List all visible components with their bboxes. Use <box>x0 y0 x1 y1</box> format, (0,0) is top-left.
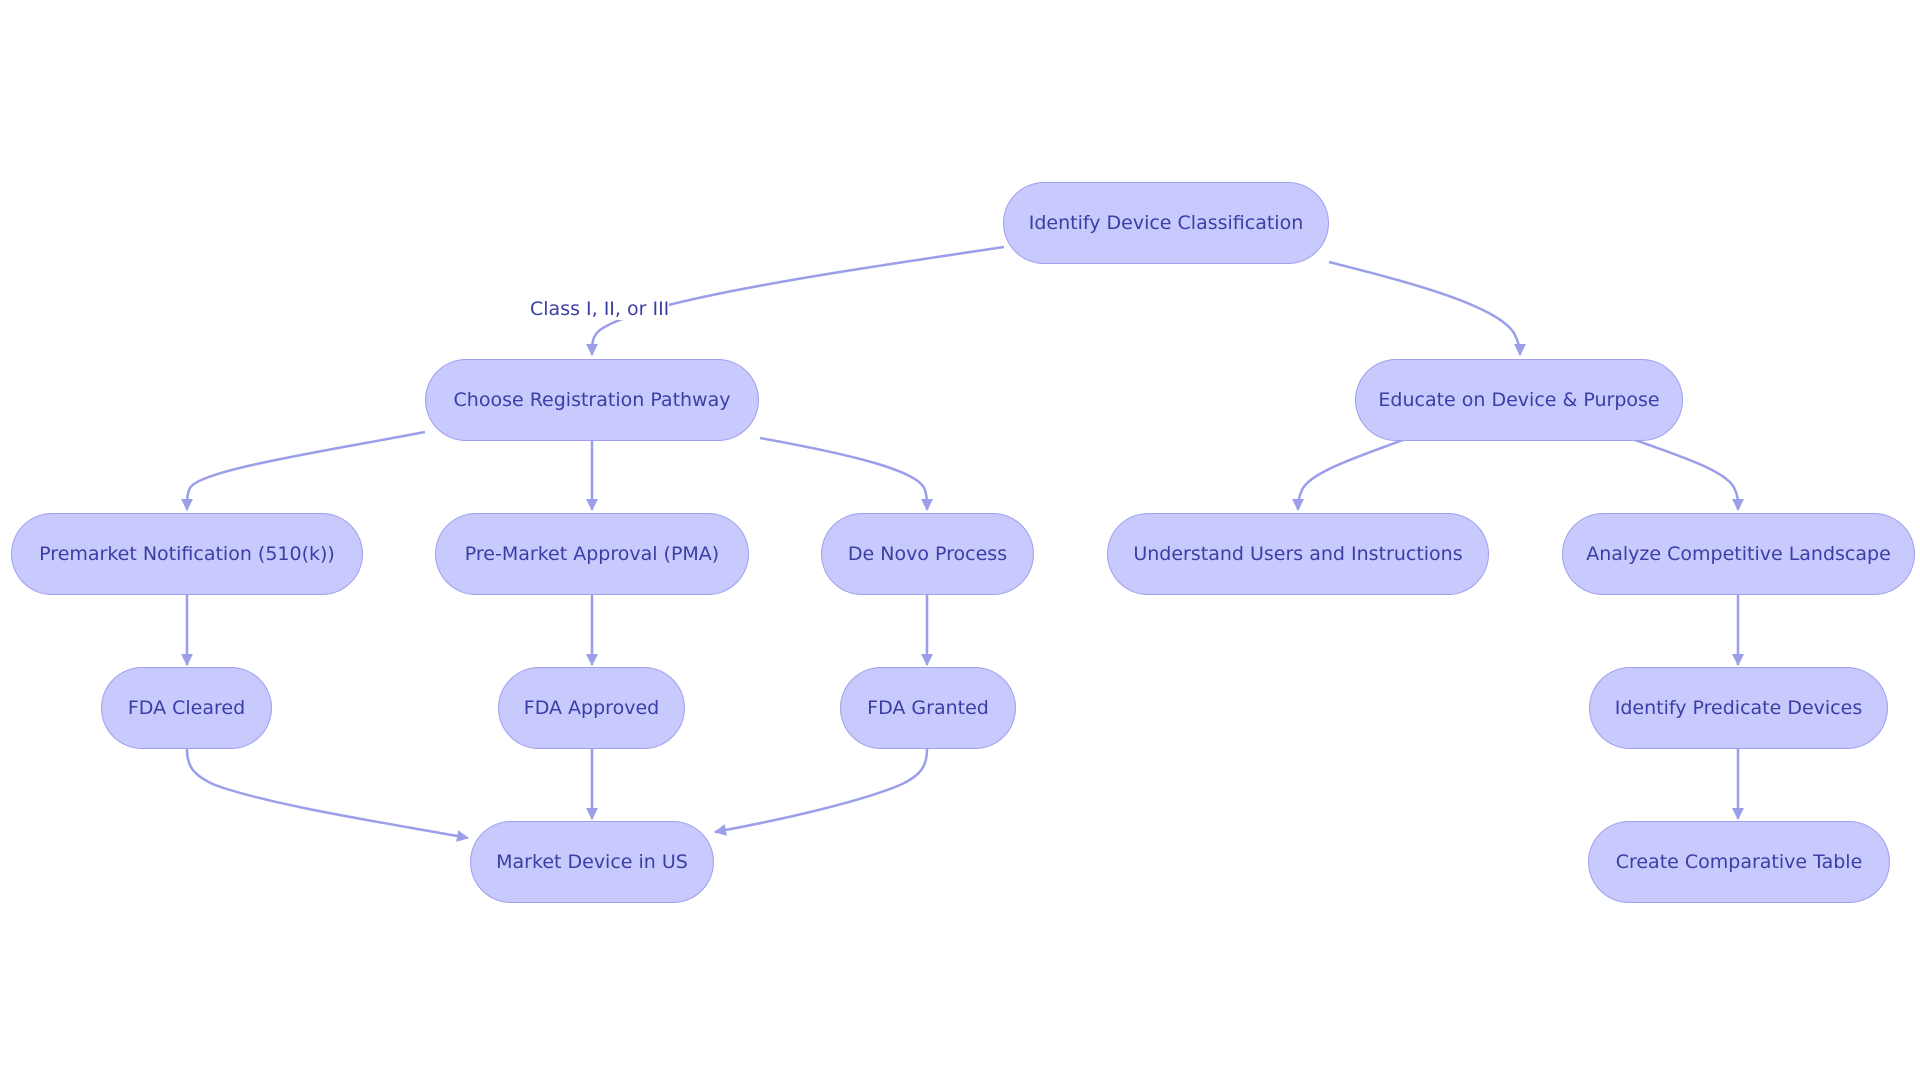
edge-choose-to-denovo <box>759 436 933 511</box>
node-identify-predicate-devices[interactable]: Identify Predicate Devices <box>1589 667 1888 749</box>
edge-granted-to-market <box>714 748 929 836</box>
node-de-novo-process[interactable]: De Novo Process <box>821 513 1034 595</box>
edge-educate-to-analyze <box>1634 438 1744 511</box>
node-understand-users-instructions[interactable]: Understand Users and Instructions <box>1107 513 1489 595</box>
edge-identify-to-educate <box>1328 260 1526 356</box>
node-identify-device-classification[interactable]: Identify Device Classification <box>1003 182 1329 264</box>
node-fda-approved[interactable]: FDA Approved <box>498 667 685 749</box>
node-create-comparative-table[interactable]: Create Comparative Table <box>1588 821 1890 903</box>
edge-label-class: Class I, II, or III <box>530 298 670 320</box>
edge-cleared-to-market <box>185 748 469 842</box>
node-premarket-notification[interactable]: Premarket Notification (510(k)) <box>11 513 363 595</box>
node-choose-registration-pathway[interactable]: Choose Registration Pathway <box>425 359 759 441</box>
node-fda-granted[interactable]: FDA Granted <box>840 667 1016 749</box>
node-market-device-in-us[interactable]: Market Device in US <box>470 821 714 903</box>
node-analyze-competitive-landscape[interactable]: Analyze Competitive Landscape <box>1562 513 1915 595</box>
node-educate-on-device-purpose[interactable]: Educate on Device & Purpose <box>1355 359 1683 441</box>
edge-choose-to-premarket <box>181 430 426 511</box>
node-pre-market-approval[interactable]: Pre-Market Approval (PMA) <box>435 513 749 595</box>
edge-educate-to-understand <box>1292 438 1404 511</box>
node-fda-cleared[interactable]: FDA Cleared <box>101 667 272 749</box>
